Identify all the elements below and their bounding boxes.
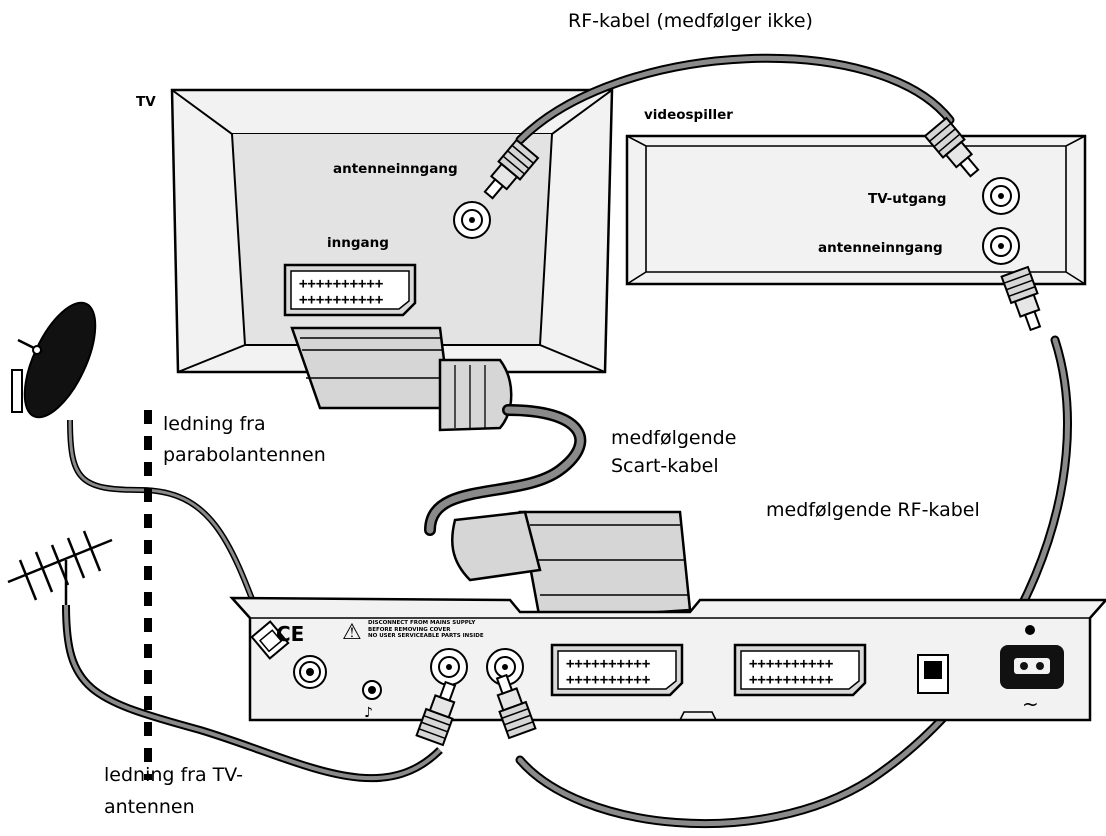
videoplayer (625, 134, 1087, 286)
label-videoplayer: videospiller (644, 107, 733, 123)
audio-note-icon: ♪ (364, 705, 373, 721)
vcr-antenna-input-socket (982, 227, 1020, 265)
receiver-scart-tv-socket (550, 643, 684, 697)
label-scart-cable-line2: Scart-kabel (611, 455, 719, 477)
ce-mark: CE (276, 622, 305, 646)
label-vcr-tv-output: TV-utgang (868, 191, 947, 207)
receiver-rf-in-socket (430, 648, 468, 686)
tv-antenna-input-socket (453, 201, 491, 239)
satellite-dish (11, 301, 97, 419)
label-scart-cable-line1: medfølgende (611, 427, 737, 449)
tv-antenna (7, 530, 113, 605)
label-rf-cable-not-included: RF-kabel (medfølger ikke) (568, 10, 813, 32)
label-vcr-antenna-input: antenneinngang (818, 240, 943, 256)
label-tv-antenna-input: antenneinngang (333, 161, 458, 177)
label-tv-input: inngang (327, 235, 389, 251)
label-tv: TV (136, 94, 156, 110)
dish-plug (250, 620, 290, 660)
label-rf-cable-included: medfølgende RF-kabel (766, 499, 980, 521)
label-antenna-cable-line2: antennen (104, 796, 195, 818)
label-antenna-cable-line1: ledning fra TV- (104, 764, 244, 786)
label-dish-cable-line1: ledning fra (163, 413, 266, 435)
scart-plug-receiver (450, 510, 692, 622)
mains-symbol: ~ (1022, 692, 1039, 716)
receiver-scart-vcr-socket (733, 643, 867, 697)
receiver-back-panel (229, 596, 1106, 722)
panel-warning-text: DISCONNECT FROM MAINS SUPPLY BEFORE REMO… (368, 620, 484, 639)
scart-plug-tv (290, 326, 513, 432)
tv-scart-input-socket (283, 263, 417, 317)
vcr-tv-output-socket (982, 177, 1020, 215)
label-dish-cable-line2: parabolantennen (163, 444, 326, 466)
warning-icon: ⚠ (342, 620, 362, 645)
